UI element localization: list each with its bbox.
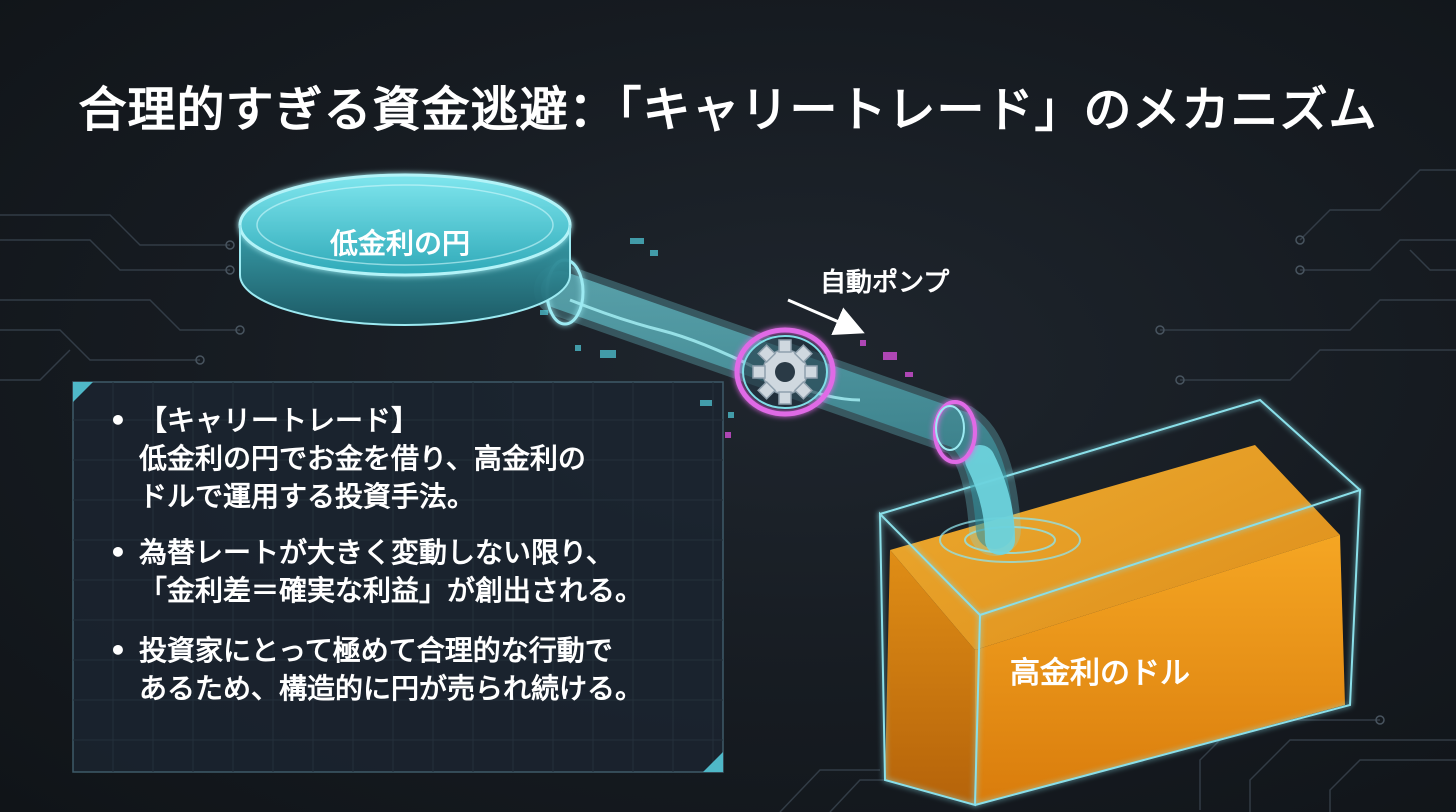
data-sparks — [540, 238, 734, 418]
bullet-line: 低金利の円でお金を借り、高金利の — [139, 442, 586, 475]
magenta-sparks — [725, 340, 913, 438]
bullet-line: ドルで運用する投資手法。 — [139, 480, 476, 513]
bullet-item: • 投資家にとって極めて合理的な行動で あるため、構造的に円が売られ続ける。 — [105, 632, 705, 708]
bullet-dot: • — [109, 634, 127, 667]
pump-gear — [734, 327, 836, 417]
pump-arrow — [787, 298, 865, 336]
pump-label: 自動ポンプ — [820, 268, 950, 298]
bullet-line: あるため、構造的に円が売られ続ける。 — [139, 672, 644, 705]
bullet-line: 【キャリートレード】 — [139, 404, 420, 437]
info-panel-frame — [72, 381, 724, 773]
dollar-tank — [878, 398, 1362, 807]
bullet-list: • 【キャリートレード】 低金利の円でお金を借り、高金利の ドルで運用する投資手… — [105, 402, 705, 726]
pipe — [534, 258, 1021, 556]
bullet-item: • 【キャリートレード】 低金利の円でお金を借り、高金利の ドルで運用する投資手… — [105, 402, 705, 516]
bullet-item: • 為替レートが大きく変動しない限り、 「金利差＝確実な利益」が創出される。 — [105, 534, 705, 610]
page-title: 合理的すぎる資金逃避：「キャリートレード」のメカニズム — [78, 82, 1378, 138]
yen-label: 低金利の円 — [330, 227, 471, 260]
bullet-line: 為替レートが大きく変動しない限り、 — [139, 536, 614, 569]
yen-dish — [238, 173, 572, 326]
dollar-label: 高金利のドル — [1010, 656, 1190, 691]
circuit-nodes — [195, 235, 1385, 755]
bullet-dot: • — [109, 536, 127, 569]
bullet-line: 「金利差＝確実な利益」が創出される。 — [139, 574, 644, 607]
bullet-line: 投資家にとって極めて合理的な行動で — [139, 634, 613, 667]
bullet-dot: • — [109, 404, 127, 437]
